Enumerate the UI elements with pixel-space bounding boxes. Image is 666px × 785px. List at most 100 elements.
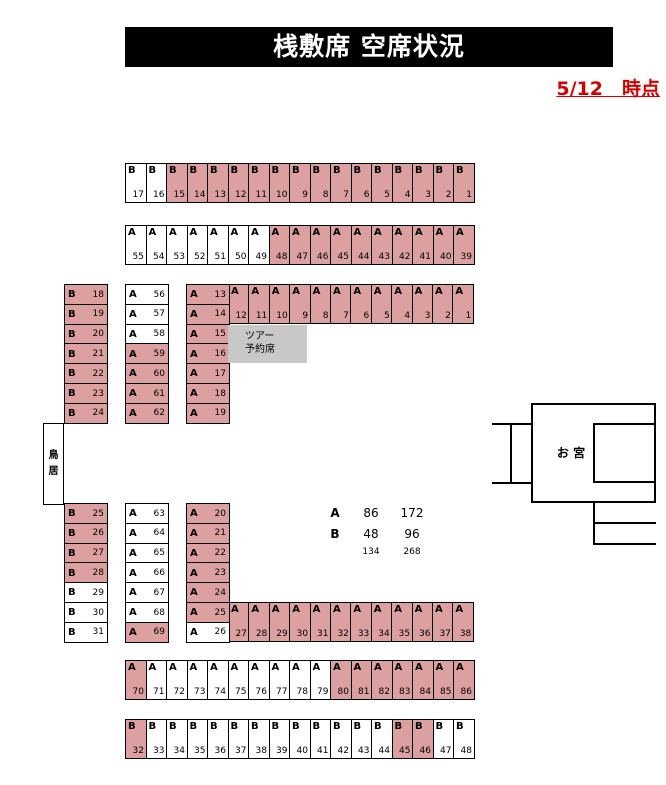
seat-row_a_lower-35[interactable]: A35 [391, 602, 414, 642]
seat-row_b_top-10[interactable]: B10 [268, 163, 291, 203]
seat-row_a_bottom-85[interactable]: A85 [432, 660, 455, 700]
seat-col_b_upper-23[interactable]: B23 [64, 383, 108, 405]
seat-col_b_upper-18[interactable]: B18 [64, 284, 108, 306]
seat-row_a_upper-12[interactable]: A12 [228, 284, 250, 324]
seat-col_b_upper-20[interactable]: B20 [64, 323, 108, 345]
seat-row_a_top-50[interactable]: A50 [227, 225, 250, 265]
seat-row_a_lower-27[interactable]: A27 [228, 602, 250, 642]
seat-col_a_lower-64[interactable]: A64 [125, 522, 169, 545]
seat-row_b_bottom-43[interactable]: B43 [350, 719, 373, 759]
seat-row_a_lower-38[interactable]: A38 [452, 602, 475, 642]
seat-row_a_lower-36[interactable]: A36 [411, 602, 434, 642]
seat-col_b_lower-27[interactable]: B27 [64, 542, 108, 564]
seat-row_a_bottom-74[interactable]: A74 [207, 660, 229, 700]
seat-col_a_inner_lower-20[interactable]: A20 [186, 503, 230, 525]
seat-row_b_top-12[interactable]: B12 [227, 163, 250, 203]
seat-row_a_upper-3[interactable]: A3 [411, 284, 434, 324]
seat-row_a_lower-29[interactable]: A29 [268, 602, 291, 642]
seat-row_b_bottom-35[interactable]: B35 [186, 719, 209, 759]
seat-col_a_inner_lower-23[interactable]: A23 [186, 562, 230, 584]
seat-col_b_lower-29[interactable]: B29 [64, 582, 108, 604]
seat-row_a_upper-5[interactable]: A5 [370, 284, 393, 324]
seat-row_a_upper-9[interactable]: A9 [289, 284, 312, 324]
seat-col_a_lower-69[interactable]: A69 [125, 621, 169, 644]
seat-row_a_bottom-76[interactable]: A76 [248, 660, 270, 700]
seat-col_a_upper-57[interactable]: A57 [125, 303, 169, 326]
seat-row_b_top-11[interactable]: B11 [248, 163, 270, 203]
seat-row_a_upper-1[interactable]: A1 [452, 284, 475, 324]
seat-row_b_top-9[interactable]: B9 [289, 163, 311, 203]
seat-row_a_upper-6[interactable]: A6 [350, 284, 373, 324]
seat-row_a_top-39[interactable]: A39 [453, 225, 475, 265]
seat-row_a_bottom-70[interactable]: A70 [125, 660, 147, 700]
seat-row_b_bottom-48[interactable]: B48 [453, 719, 475, 759]
seat-row_b_bottom-34[interactable]: B34 [166, 719, 188, 759]
seat-row_a_bottom-73[interactable]: A73 [186, 660, 209, 700]
seat-row_b_bottom-36[interactable]: B36 [207, 719, 229, 759]
seat-row_b_bottom-46[interactable]: B46 [412, 719, 434, 759]
seat-row_b_bottom-45[interactable]: B45 [391, 719, 414, 759]
seat-row_a_bottom-72[interactable]: A72 [166, 660, 188, 700]
seat-col_a_inner_upper-13[interactable]: A13 [186, 284, 230, 306]
seat-col_b_upper-22[interactable]: B22 [64, 363, 108, 385]
seat-row_a_upper-8[interactable]: A8 [309, 284, 332, 324]
seat-col_a_lower-67[interactable]: A67 [125, 582, 169, 604]
seat-row_a_top-41[interactable]: A41 [412, 225, 434, 265]
seat-row_b_bottom-32[interactable]: B32 [125, 719, 147, 759]
seat-col_b_upper-19[interactable]: B19 [64, 303, 108, 326]
seat-row_b_bottom-47[interactable]: B47 [432, 719, 455, 759]
seat-row_b_top-14[interactable]: B14 [186, 163, 209, 203]
seat-row_a_upper-11[interactable]: A11 [248, 284, 271, 324]
seat-col_a_inner_lower-26[interactable]: A26 [186, 621, 230, 644]
seat-col_b_lower-31[interactable]: B31 [64, 621, 108, 644]
seat-row_a_top-52[interactable]: A52 [186, 225, 209, 265]
seat-col_a_inner_upper-15[interactable]: A15 [186, 323, 230, 345]
seat-row_a_top-46[interactable]: A46 [309, 225, 332, 265]
seat-row_a_bottom-80[interactable]: A80 [330, 660, 352, 700]
seat-row_a_top-44[interactable]: A44 [350, 225, 373, 265]
seat-row_b_top-7[interactable]: B7 [330, 163, 352, 203]
seat-row_a_top-42[interactable]: A42 [391, 225, 414, 265]
seat-row_a_bottom-77[interactable]: A77 [268, 660, 291, 700]
seat-row_b_top-8[interactable]: B8 [309, 163, 332, 203]
seat-row_a_upper-4[interactable]: A4 [391, 284, 414, 324]
seat-col_a_upper-56[interactable]: A56 [125, 284, 169, 306]
seat-row_b_bottom-44[interactable]: B44 [371, 719, 393, 759]
seat-row_a_top-40[interactable]: A40 [432, 225, 455, 265]
seat-row_a_top-48[interactable]: A48 [268, 225, 291, 265]
seat-row_a_top-47[interactable]: A47 [289, 225, 311, 265]
seat-col_a_upper-61[interactable]: A61 [125, 383, 169, 405]
seat-row_b_top-6[interactable]: B6 [350, 163, 373, 203]
seat-col_a_inner_upper-17[interactable]: A17 [186, 363, 230, 385]
seat-col_a_upper-62[interactable]: A62 [125, 402, 169, 425]
seat-row_a_lower-32[interactable]: A32 [330, 602, 352, 642]
seat-col_b_lower-28[interactable]: B28 [64, 562, 108, 584]
seat-row_a_lower-30[interactable]: A30 [289, 602, 312, 642]
seat-row_a_bottom-83[interactable]: A83 [391, 660, 414, 700]
seat-row_a_top-55[interactable]: A55 [125, 225, 147, 265]
seat-row_a_upper-10[interactable]: A10 [268, 284, 291, 324]
seat-row_a_bottom-81[interactable]: A81 [350, 660, 373, 700]
seat-row_b_bottom-38[interactable]: B38 [248, 719, 270, 759]
seat-col_b_upper-21[interactable]: B21 [64, 343, 108, 365]
seat-row_a_top-49[interactable]: A49 [248, 225, 270, 265]
seat-row_b_top-2[interactable]: B2 [432, 163, 455, 203]
seat-row_a_bottom-79[interactable]: A79 [309, 660, 332, 700]
seat-col_a_inner_lower-22[interactable]: A22 [186, 542, 230, 564]
seat-row_b_top-5[interactable]: B5 [371, 163, 393, 203]
seat-row_a_bottom-84[interactable]: A84 [412, 660, 434, 700]
seat-row_b_bottom-42[interactable]: B42 [330, 719, 352, 759]
seat-col_a_lower-63[interactable]: A63 [125, 503, 169, 525]
seat-row_a_top-51[interactable]: A51 [207, 225, 229, 265]
seat-row_a_lower-34[interactable]: A34 [370, 602, 393, 642]
seat-col_b_lower-30[interactable]: B30 [64, 602, 108, 624]
seat-col_a_inner_upper-19[interactable]: A19 [186, 402, 230, 425]
seat-row_a_bottom-78[interactable]: A78 [289, 660, 311, 700]
seat-row_b_top-4[interactable]: B4 [391, 163, 414, 203]
seat-row_b_bottom-39[interactable]: B39 [268, 719, 291, 759]
seat-col_a_inner_upper-14[interactable]: A14 [186, 303, 230, 326]
seat-row_a_lower-28[interactable]: A28 [248, 602, 271, 642]
seat-row_a_upper-2[interactable]: A2 [432, 284, 454, 324]
seat-row_a_lower-37[interactable]: A37 [432, 602, 454, 642]
seat-row_a_bottom-71[interactable]: A71 [145, 660, 168, 700]
